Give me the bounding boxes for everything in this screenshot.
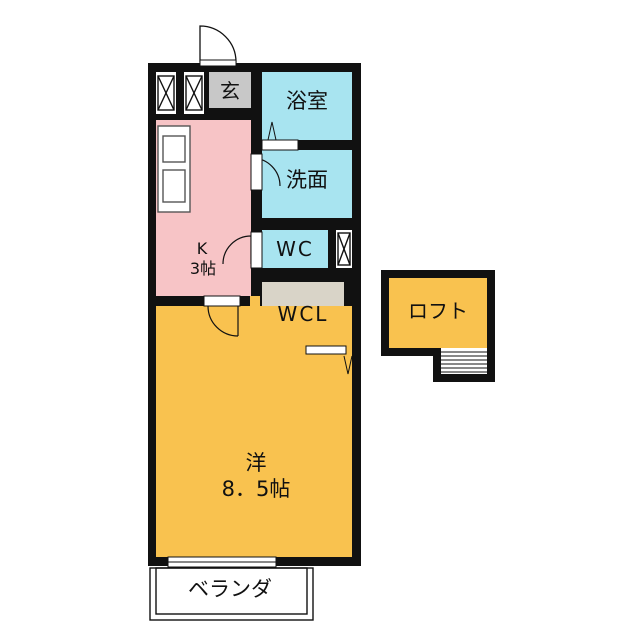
kitchen-counter bbox=[157, 125, 191, 213]
western-door-gap bbox=[203, 295, 241, 307]
tiny-triangles bbox=[267, 121, 353, 375]
storage-mark-left bbox=[157, 75, 175, 111]
storage-mark-left-2 bbox=[185, 75, 203, 111]
entrance-label: 玄 bbox=[220, 79, 240, 103]
entrance-door-opening bbox=[199, 59, 237, 67]
bath-room bbox=[262, 72, 352, 140]
closet-door-gap bbox=[305, 345, 347, 355]
loft-label: ロフト bbox=[408, 299, 468, 323]
wash-door-gap bbox=[250, 153, 263, 191]
western-size-label: 8．5帖 bbox=[222, 477, 291, 501]
washroom-label: 洗面 bbox=[286, 168, 328, 192]
storage-mark-toilet bbox=[337, 232, 351, 266]
kitchen-size-label: 3帖 bbox=[190, 259, 216, 278]
washroom bbox=[262, 150, 352, 218]
toilet-room bbox=[262, 230, 328, 268]
western-name-label: 洋 bbox=[246, 451, 267, 475]
balcony bbox=[149, 567, 314, 621]
balcony-label: ベランダ bbox=[188, 577, 272, 601]
western-room-notch bbox=[250, 296, 260, 308]
kitchen-name-label: K bbox=[197, 239, 208, 258]
western-room bbox=[156, 306, 352, 557]
entrance-area bbox=[209, 72, 251, 108]
toilet-door-gap bbox=[250, 231, 263, 269]
bath-door-gap bbox=[261, 139, 299, 151]
entrance-door bbox=[199, 25, 237, 63]
bath-label: 浴室 bbox=[286, 89, 328, 113]
toilet-label: WC bbox=[276, 237, 314, 261]
closet-label: WCL bbox=[278, 302, 329, 326]
loft bbox=[381, 270, 495, 382]
